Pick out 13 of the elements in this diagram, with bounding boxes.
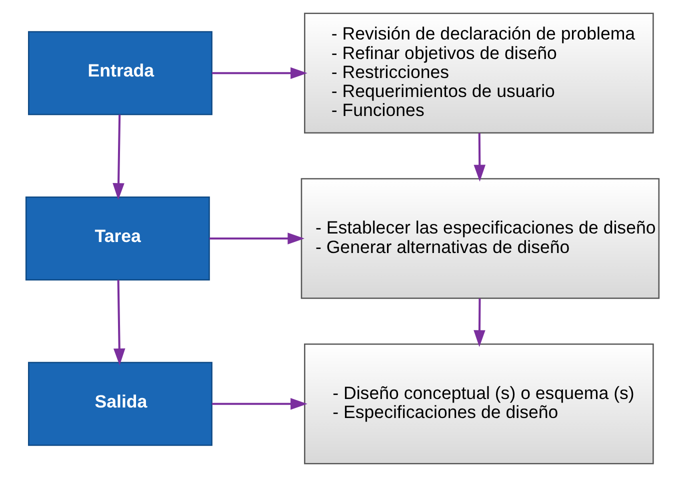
node-box: - Revisión de declaración de problema - Refinar objetivos de diseño - Restricciones - Requerimientos de usuario - Funciones — [304, 12, 654, 134]
arrow — [474, 133, 486, 182]
node-box: - Establecer las especificaciones de diseño - Generar alternativas de diseño — [300, 178, 660, 299]
node-box: Tarea — [25, 196, 210, 280]
node-box: Entrada — [28, 31, 212, 116]
node-box: Salida — [28, 362, 212, 446]
arrow — [212, 398, 308, 410]
arrow — [114, 280, 126, 366]
node-box: - Diseño conceptual (s) o esquema (s) - Especificaciones de diseño — [304, 343, 654, 464]
arrow — [212, 67, 308, 80]
arrow — [474, 298, 486, 347]
arrow — [112, 114, 124, 200]
arrow — [209, 232, 304, 244]
